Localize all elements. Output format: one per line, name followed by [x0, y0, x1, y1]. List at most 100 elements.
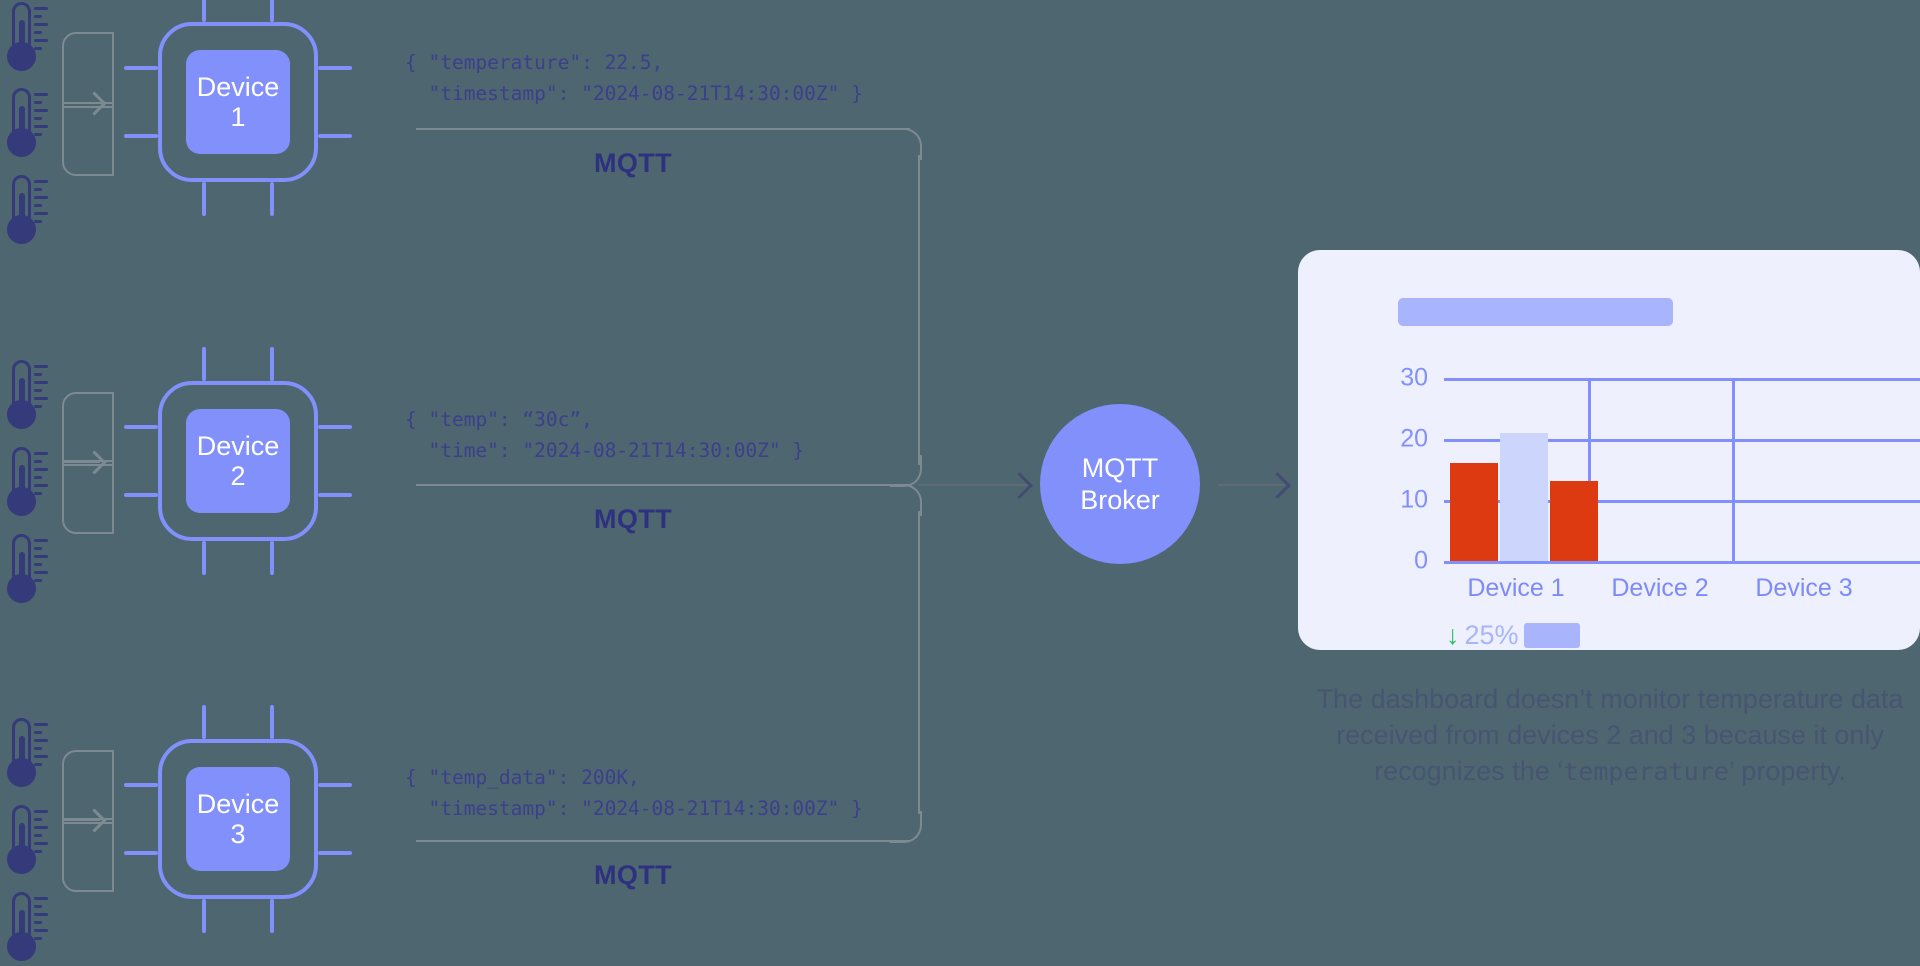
- chip-pin-icon: [202, 0, 206, 22]
- broker-line2: Broker: [1080, 485, 1160, 515]
- bar-chart: [1444, 378, 1920, 568]
- chip-label: Device 3: [186, 767, 290, 871]
- caption-part2: ’ property.: [1728, 755, 1846, 786]
- payload-line-1: { "temp_data": 200K,: [405, 766, 640, 789]
- chip-pin-icon: [318, 425, 352, 429]
- y-tick-0: 0: [1414, 546, 1428, 575]
- merge-vline-bottom: [918, 511, 920, 814]
- chip-pin-icon: [124, 425, 158, 429]
- category-separator-2: [1732, 378, 1735, 561]
- chip-pin-icon: [124, 493, 158, 497]
- payload-device-2: { "temp": “30c”, "time": "2024-08-21T14:…: [405, 405, 804, 467]
- y-tick-30: 30: [1400, 363, 1428, 392]
- mqtt-rail-3: [416, 840, 910, 842]
- chip-outline: [158, 381, 318, 541]
- bar-device1-series2: [1500, 433, 1548, 561]
- payload-line-2: "time": "2024-08-21T14:30:00Z" }: [405, 438, 805, 462]
- chip-pin-icon: [270, 705, 274, 739]
- chip-label-line2: 1: [230, 102, 246, 132]
- chip-pin-icon: [270, 182, 274, 216]
- chip-label-line1: Device: [196, 430, 280, 461]
- chip-pin-icon: [270, 347, 274, 381]
- chip-pin-icon: [124, 851, 158, 855]
- payload-device-1: { "temperature": 22.5, "timestamp": "202…: [405, 48, 863, 110]
- mqtt-rail-1: [416, 128, 910, 130]
- mqtt-label-2: MQTT: [594, 504, 673, 534]
- chip-pin-icon: [270, 0, 274, 22]
- x-label-device-1: Device 1: [1467, 574, 1565, 602]
- device-chip-3[interactable]: Device 3: [124, 705, 352, 933]
- device-chip-1[interactable]: Device 1: [124, 0, 352, 216]
- trend-down-icon: ↓: [1446, 620, 1460, 650]
- mqtt-label-1: MQTT: [594, 148, 673, 178]
- chip-pin-icon: [318, 134, 352, 138]
- gridline-10: [1444, 500, 1920, 503]
- dashboard-caption: The dashboard doesn’t monitor temperatur…: [1290, 682, 1920, 790]
- thermometer-icon: [4, 534, 48, 608]
- payload-line-2: "timestamp": "2024-08-21T14:30:00Z" }: [405, 796, 863, 820]
- caption-code: temperature: [1563, 756, 1729, 786]
- merge-corner-bottom: [890, 811, 922, 843]
- chip-pin-icon: [318, 851, 352, 855]
- x-label-device-3: Device 3: [1755, 574, 1853, 602]
- chip-pin-icon: [202, 347, 206, 381]
- y-tick-10: 10: [1400, 485, 1428, 514]
- category-separator-1: [1588, 378, 1591, 561]
- chip-label-line1: Device: [196, 788, 280, 819]
- chip-label-line2: 2: [230, 461, 246, 491]
- dashboard-card[interactable]: 30 20 10 0 Device 1 Device 2 Device 3 ↓ …: [1298, 250, 1920, 650]
- axis-baseline: [1444, 561, 1920, 564]
- thermometer-icon: [4, 360, 48, 434]
- thermometer-icon: [4, 892, 48, 966]
- thermometer-icon: [4, 805, 48, 879]
- chip-label: Device 2: [186, 409, 290, 513]
- mqtt-rail-2: [416, 484, 910, 486]
- chip-pin-icon: [124, 783, 158, 787]
- bar-device1-series3: [1550, 481, 1598, 561]
- broker-outbound-arrow: [1218, 472, 1298, 499]
- thermometer-icon: [4, 2, 48, 76]
- broker-line1: MQTT: [1081, 452, 1159, 483]
- chip-pin-icon: [318, 493, 352, 497]
- bar-device1-series1: [1450, 463, 1498, 561]
- mqtt-broker-node[interactable]: MQTT Broker: [1040, 404, 1200, 564]
- x-label-device-2: Device 2: [1611, 574, 1709, 602]
- gridline-30: [1444, 378, 1920, 381]
- chip-outline: [158, 22, 318, 182]
- thermometer-icon: [4, 447, 48, 521]
- chip-pin-icon: [202, 705, 206, 739]
- chip-label-line2: 3: [230, 819, 246, 849]
- chip-pin-icon: [318, 783, 352, 787]
- trend-value: 25%: [1464, 620, 1519, 650]
- broker-inbound-arrow: [918, 472, 1038, 499]
- chip-outline: [158, 739, 318, 899]
- device-chip-2[interactable]: Device 2: [124, 347, 352, 575]
- chip-pin-icon: [270, 899, 274, 933]
- y-tick-20: 20: [1400, 424, 1428, 453]
- thermometer-icon: [4, 88, 48, 162]
- payload-line-2: "timestamp": "2024-08-21T14:30:00Z" }: [405, 81, 863, 105]
- dashboard-title-placeholder: [1398, 298, 1673, 326]
- chip-pin-icon: [318, 66, 352, 70]
- chip-label: Device 1: [186, 50, 290, 154]
- merge-corner-top: [890, 128, 922, 160]
- merge-corner-lower-join: [890, 484, 922, 516]
- payload-line-1: { "temperature": 22.5,: [405, 51, 664, 74]
- merge-vline-top: [918, 155, 920, 465]
- chip-pin-icon: [202, 182, 206, 216]
- payload-line-1: { "temp": “30c”,: [405, 408, 593, 431]
- caption-part1: The dashboard doesn’t monitor temperatur…: [1316, 684, 1904, 786]
- gridline-20: [1444, 439, 1920, 442]
- chip-pin-icon: [202, 541, 206, 575]
- chip-pin-icon: [124, 134, 158, 138]
- merge-corner-upper-join: [890, 455, 922, 487]
- legend-placeholder: [1523, 623, 1580, 648]
- dashboard-footer-stat: ↓ 25%: [1446, 620, 1580, 651]
- thermometer-icon: [4, 718, 48, 792]
- mqtt-label-3: MQTT: [594, 860, 673, 890]
- chip-pin-icon: [202, 899, 206, 933]
- thermometer-icon: [4, 175, 48, 249]
- chip-pin-icon: [270, 541, 274, 575]
- chip-pin-icon: [124, 66, 158, 70]
